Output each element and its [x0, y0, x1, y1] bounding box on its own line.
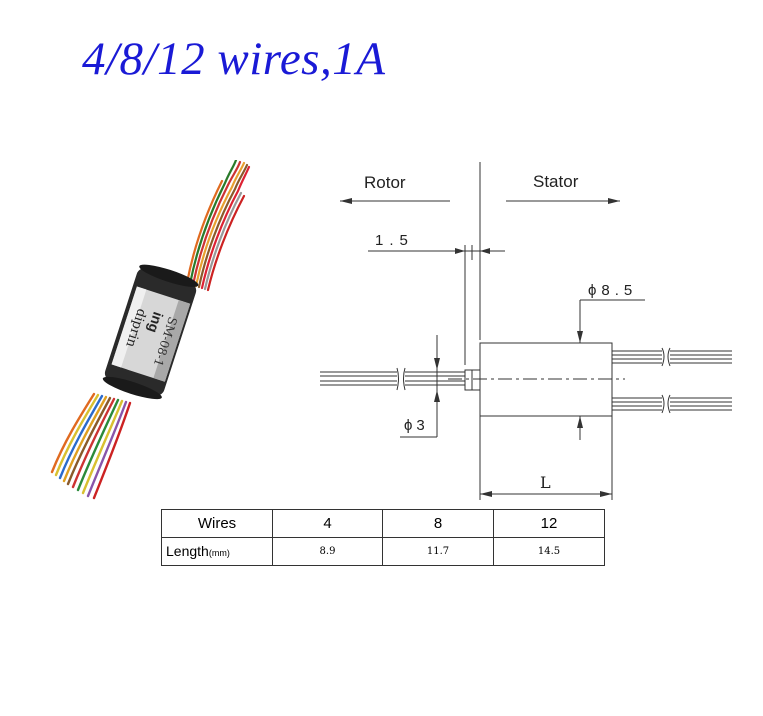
- rotor-label: Rotor: [364, 173, 406, 192]
- length-label: L: [540, 473, 551, 492]
- rotor-arrow-icon: [340, 198, 352, 204]
- body-diameter-label: ϕ8.5: [588, 282, 637, 299]
- dimension-drawing: Rotor Stator 1.5 ϕ8.5 ϕ3: [320, 162, 732, 500]
- slip-ring-body: diprin ing SM-08-1: [102, 264, 199, 400]
- slip-ring-photo: diprin ing SM-08-1: [50, 160, 251, 500]
- wires-header: Wires: [161, 509, 273, 538]
- length-cell: 11.7: [382, 537, 494, 566]
- page-title: 4/8/12 wires,1A: [82, 33, 386, 85]
- table-row: Length(mm) 8.9 11.7 14.5: [161, 537, 605, 566]
- body-text-2: ing: [145, 310, 167, 335]
- wires-cell: 8: [382, 509, 494, 538]
- top-wire-bundle: [185, 160, 251, 292]
- bottom-wire-bundle: [50, 392, 132, 500]
- rotor-wires: [320, 367, 465, 391]
- stator-wires-bottom: [612, 394, 732, 414]
- length-cell: 8.9: [272, 537, 383, 566]
- length-header-label: Length: [166, 543, 209, 559]
- stator-wires-top: [612, 347, 732, 367]
- shaft-diameter-label: ϕ3: [404, 417, 429, 434]
- gap-dimension-label: 1.5: [375, 232, 414, 249]
- wires-cell: 4: [272, 509, 383, 538]
- table-row: Wires 4 8 12: [161, 509, 605, 538]
- length-cell: 14.5: [493, 537, 605, 566]
- spec-table: Wires 4 8 12 Length(mm) 8.9 11.7 14.5: [161, 509, 605, 566]
- stator-arrow-icon: [608, 198, 620, 204]
- stator-label: Stator: [533, 172, 579, 191]
- length-header: Length(mm): [161, 537, 273, 566]
- length-unit: (mm): [208, 548, 230, 558]
- wires-cell: 12: [493, 509, 605, 538]
